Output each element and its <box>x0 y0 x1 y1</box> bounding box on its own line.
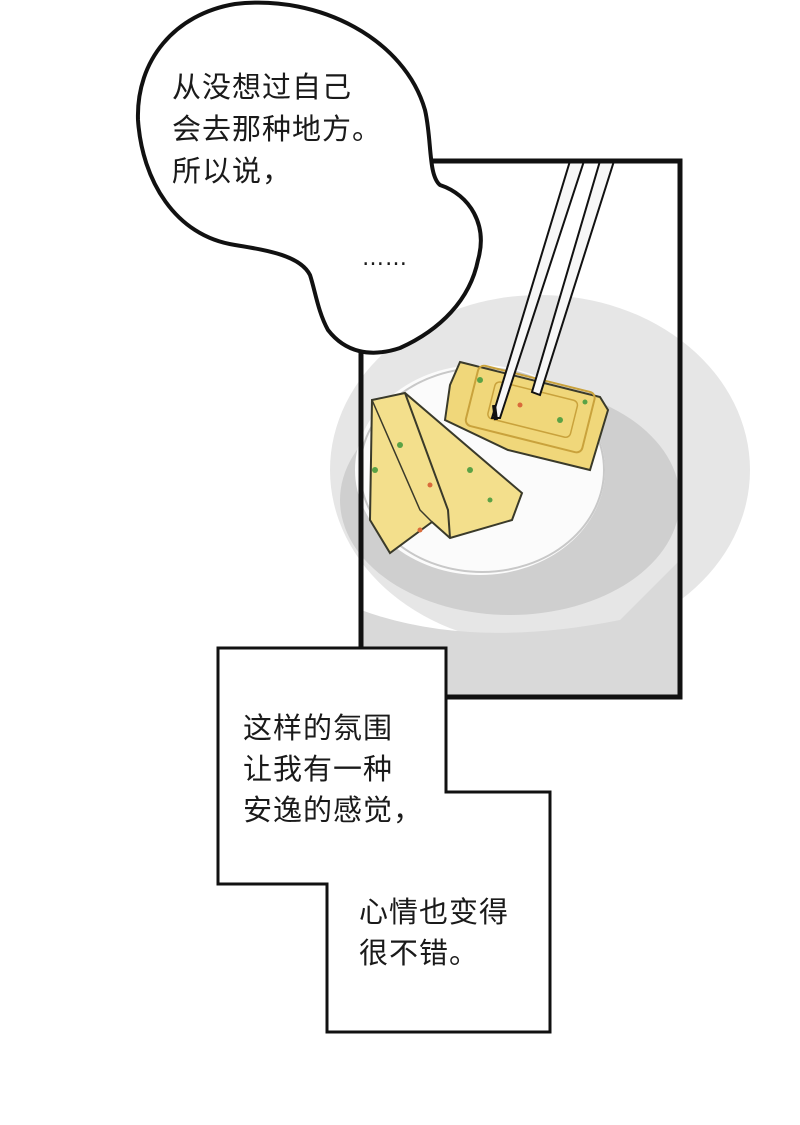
caption-box-outline <box>216 646 552 1034</box>
speech-line-2: 会去那种地方。 <box>172 112 383 146</box>
caption-line-4: 心情也变得 <box>359 895 510 929</box>
food-panel <box>330 158 750 700</box>
caption-line-3: 安逸的感觉， <box>243 793 424 827</box>
speech-line-1: 从没想过自己 <box>172 70 353 104</box>
speech-bubble <box>135 0 483 355</box>
tamagoyaki-left <box>368 391 524 555</box>
speech-trailing-ellipsis: …… <box>362 246 408 271</box>
caption-line-2: 让我有一种 <box>243 752 394 786</box>
caption-line-1: 这样的氛围 <box>243 711 394 745</box>
caption-line-5: 很不错。 <box>359 936 480 970</box>
speech-line-3: 所以说， <box>172 154 293 188</box>
